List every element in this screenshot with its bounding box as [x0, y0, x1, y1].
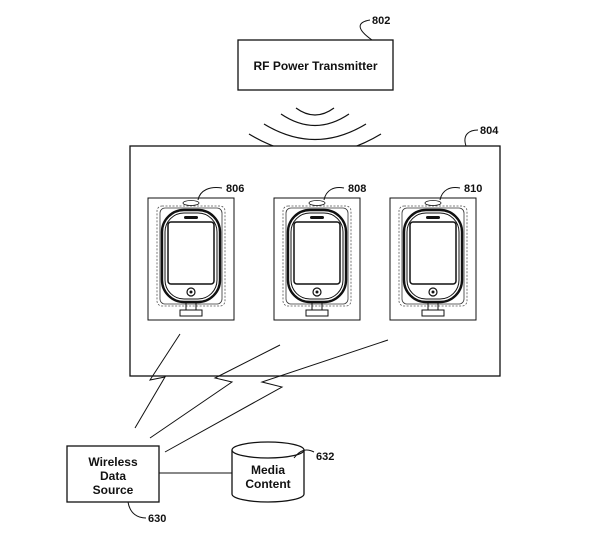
media-content-line2: Content: [245, 477, 290, 491]
ref-810-callout: 810: [439, 183, 482, 201]
device-806: [147, 197, 235, 321]
ref-804-callout: 804: [464, 125, 499, 147]
device-810: [389, 197, 477, 321]
media-content-line1: Media: [251, 463, 285, 477]
wireless-source-line3: Source: [93, 483, 134, 497]
ref-632-callout: 632: [293, 449, 334, 463]
ref-810: 810: [464, 183, 482, 195]
ref-630: 630: [148, 513, 166, 525]
device-808: [273, 197, 361, 321]
wireless-data-source: Wireless Data Source: [66, 445, 160, 503]
ref-808-callout: 808: [323, 183, 366, 201]
ref-802: 802: [372, 15, 390, 27]
wireless-source-line1: Wireless: [88, 455, 138, 469]
wireless-link-810: [164, 339, 389, 453]
ref-630-callout: 630: [127, 501, 166, 525]
wireless-link-icons: [134, 333, 389, 453]
ref-806-callout: 806: [197, 183, 244, 201]
ref-804: 804: [480, 125, 499, 137]
wireless-source-line2: Data: [100, 469, 126, 483]
wireless-link-806: [134, 333, 181, 429]
ref-808: 808: [348, 183, 366, 195]
ref-802-callout: 802: [359, 15, 390, 41]
rf-power-transmitter: RF Power Transmitter: [237, 39, 394, 91]
ref-632: 632: [316, 451, 334, 463]
ref-806: 806: [226, 183, 244, 195]
transmitter-label: RF Power Transmitter: [253, 59, 377, 73]
media-content-database: Media Content: [231, 441, 305, 503]
wireless-link-808: [149, 344, 281, 439]
